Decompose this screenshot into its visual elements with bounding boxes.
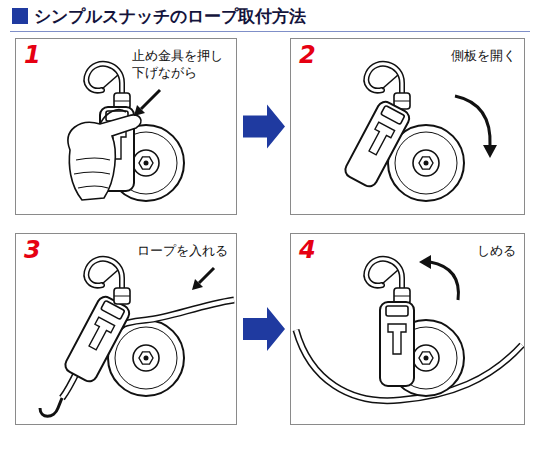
- step-arrow: [243, 307, 285, 351]
- open-arrow: [455, 96, 497, 158]
- step-panel: 1 止め金具を押し下げながら: [15, 38, 237, 215]
- title-marker: [12, 8, 28, 24]
- step-number: 2: [299, 41, 316, 69]
- press-arrow: [134, 90, 160, 116]
- step-caption: しめる: [477, 242, 516, 259]
- side-plate: [380, 302, 414, 386]
- hook: [86, 259, 130, 304]
- step-arrow: [243, 105, 285, 149]
- step-caption: 止め金具を押し下げながら: [132, 47, 228, 81]
- step-caption: ロープを入れる: [137, 242, 228, 259]
- caption-group: ロープを入れる: [137, 242, 228, 259]
- step-caption: 側板を開く: [451, 47, 516, 64]
- step-panel: 2 側板を開く: [290, 38, 525, 215]
- close-arrow: [419, 255, 458, 300]
- caption-group: 側板を開く: [451, 47, 516, 64]
- title-rule: [10, 31, 530, 32]
- step-number: 1: [24, 41, 41, 69]
- caption-group: 止め金具を押し下げながら: [132, 47, 228, 81]
- hook: [86, 64, 130, 109]
- side-plate: [343, 99, 412, 189]
- insert-arrow: [192, 268, 214, 290]
- caption-group: しめる: [477, 242, 516, 259]
- step-panel: 4 しめる: [290, 233, 525, 425]
- side-plate: [63, 294, 132, 384]
- hand: [68, 110, 141, 200]
- step-number: 4: [299, 236, 316, 264]
- step-number: 3: [24, 236, 41, 264]
- step-panel: 3 ロープを入れる: [15, 233, 237, 425]
- title: シンプルスナッチのロープ取付方法: [34, 5, 306, 27]
- hook: [366, 259, 410, 304]
